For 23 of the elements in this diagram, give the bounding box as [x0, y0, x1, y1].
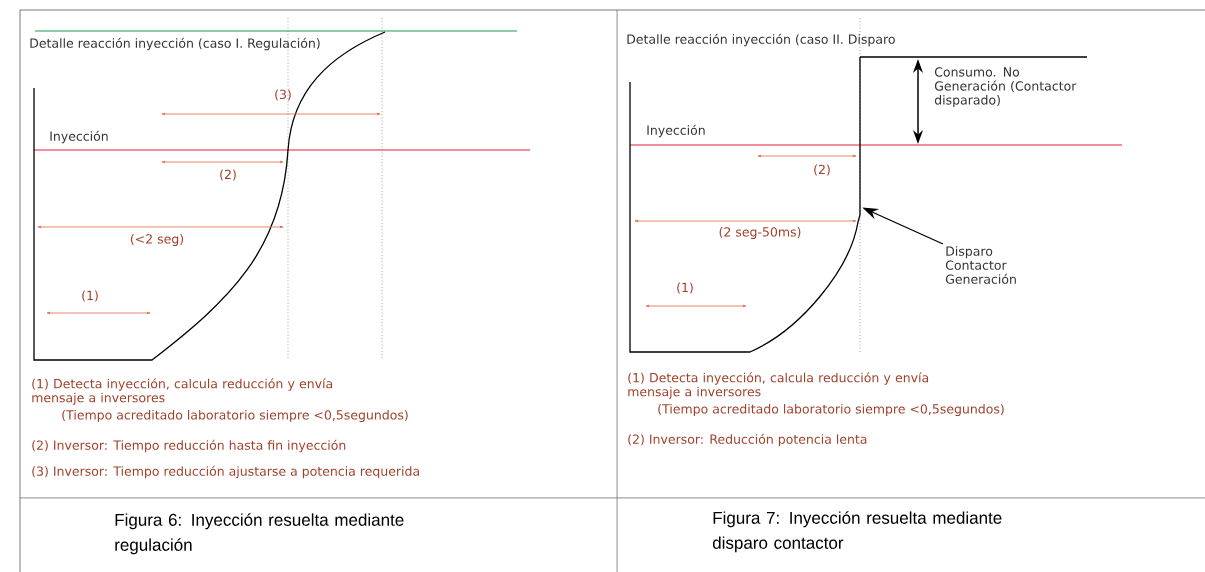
chart-title: Detalle reacción inyección (caso II. Disparo	[627, 33, 895, 47]
note-text: (3) Inversor: Tiempo reducción ajustarse a potencia requerida	[32, 465, 419, 479]
interval-label: (1)	[82, 290, 98, 302]
annotation-text: Disparo Contactor Generación	[945, 246, 1016, 284]
measure-label: Consumo. No Generación (Contactor disparado)	[934, 67, 1077, 108]
interval-label: (<2 seg)	[130, 233, 184, 247]
interval-label: (2 seg-50ms)	[719, 226, 801, 240]
interval-label: (2)	[220, 169, 236, 181]
line-label: Inyección	[647, 124, 705, 138]
figure-caption: Figura 6: Inyección resuelta mediante regulación	[115, 513, 404, 555]
note-text: (1) Detecta inyección, calcula reducción y envía mensaje a inversores	[32, 378, 333, 405]
note-text: (Tiempo acreditado laboratorio siempre <0,5segundos)	[62, 409, 408, 423]
note-text: (2) Inversor: Reducción potencia lenta	[628, 433, 867, 447]
note-text: (Tiempo acreditado laboratorio siempre <0,5segundos)	[658, 403, 1004, 417]
interval-label: (3)	[275, 89, 291, 101]
note-text: (1) Detecta inyección, calcula reducción y envía mensaje a inversores	[628, 372, 929, 399]
line-label: Inyección	[50, 130, 108, 144]
interval-label: (2)	[814, 164, 830, 176]
interval-label: (1)	[677, 282, 693, 294]
curve-step	[857, 56, 861, 223]
chart-title: Detalle reacción inyección (caso I. Regulación)	[30, 37, 320, 51]
note-text: (2) Inversor: Tiempo reducción hasta fin inyección	[32, 439, 346, 453]
figure-caption: Figura 7: Inyección resuelta mediante disparo contactor	[712, 511, 1002, 553]
